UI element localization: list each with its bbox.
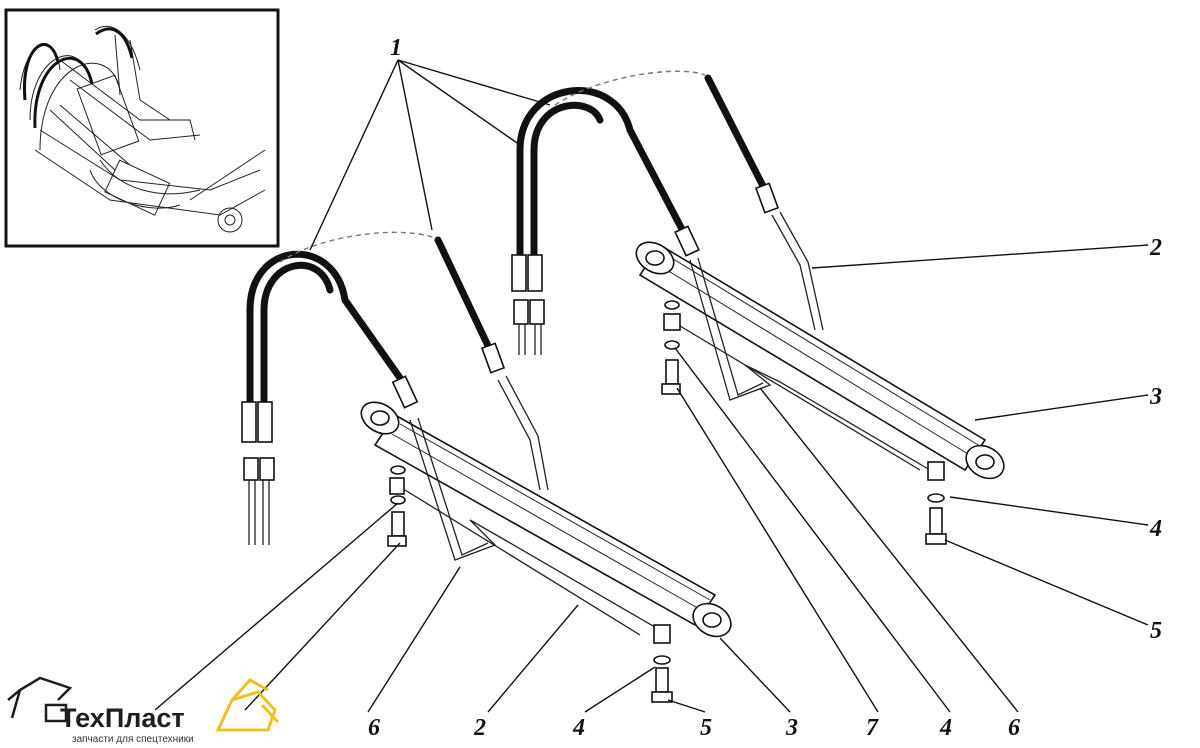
excavator-right-icon — [215, 678, 280, 732]
callout-4-bottom-2: 4 — [939, 715, 952, 741]
techplast-logo: ТехПласт запчасти для спецтехники — [7, 676, 280, 745]
left-hose-long-a — [246, 250, 409, 414]
callout-4-right: 4 — [1149, 516, 1162, 542]
callout-1: 1 — [390, 35, 402, 61]
excavator-left-icon — [7, 676, 73, 723]
callout-5-right: 5 — [1150, 618, 1162, 644]
right-hose-long-b — [530, 101, 604, 264]
callout-3-right: 3 — [1149, 384, 1162, 410]
right-hose-long-a — [516, 87, 689, 264]
left-cylinder-assembly — [241, 231, 732, 703]
logo-name: ТехПласт — [60, 703, 185, 733]
callout-3-bottom: 3 — [785, 715, 798, 741]
inset-overview-drawing — [4, 8, 280, 248]
left-hose-long-b — [260, 261, 334, 414]
callout-2-right: 2 — [1149, 235, 1162, 261]
leader-lines — [154, 59, 1149, 713]
logo-tagline: запчасти для спецтехники — [72, 734, 194, 745]
callout-numbers: 1 2 3 4 5 6 2 4 5 3 7 4 6 — [368, 35, 1162, 741]
right-cylinder-assembly — [511, 70, 1005, 545]
left-hose-short — [434, 236, 494, 354]
callout-5-bottom: 5 — [700, 715, 712, 741]
callout-6-bottom-2: 6 — [1008, 715, 1020, 741]
callout-6-bottom: 6 — [368, 715, 380, 741]
callout-4-bottom: 4 — [572, 715, 585, 741]
right-hose-short — [704, 74, 769, 194]
callout-7-bottom: 7 — [866, 715, 879, 741]
callout-2-bottom: 2 — [473, 715, 486, 741]
